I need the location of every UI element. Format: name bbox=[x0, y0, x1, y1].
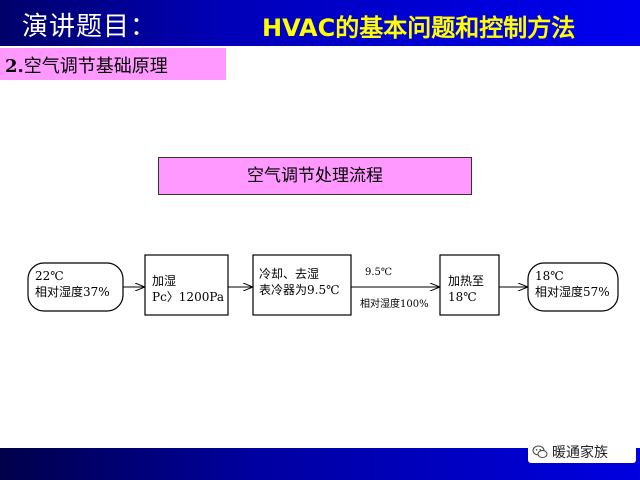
node-end-temp: 18℃ bbox=[535, 269, 564, 283]
section-text: 2.空气调节基础原理 bbox=[5, 52, 168, 78]
header-title: HVAC的基本问题和控制方法 bbox=[262, 14, 576, 42]
node-cool-label: 冷却、去湿 bbox=[259, 267, 320, 281]
node-text-cool: 冷却、去湿 表冷器为9.5℃ bbox=[259, 266, 340, 298]
arrow-label-temp: 9.5℃ bbox=[365, 267, 393, 278]
node-text-humidify: 加湿 Pc〉1200Pa bbox=[152, 273, 224, 305]
node-heat-temp: 18℃ bbox=[448, 290, 477, 304]
section-number: 2. bbox=[5, 56, 24, 77]
brand-text: 暖通家族 bbox=[552, 445, 608, 461]
node-start-humidity: 相对湿度37% bbox=[35, 285, 110, 299]
section-title: 空气调节基础原理 bbox=[23, 56, 168, 77]
header-label: 演讲题目： bbox=[22, 12, 158, 42]
process-title: 空气调节处理流程 bbox=[158, 157, 472, 195]
node-heat-label: 加热至 bbox=[448, 274, 485, 288]
node-start-temp: 22℃ bbox=[35, 269, 64, 283]
node-text-start: 22℃ 相对湿度37% bbox=[35, 268, 110, 300]
header-bar: 演讲题目： HVAC的基本问题和控制方法 bbox=[0, 0, 640, 46]
node-heat bbox=[439, 254, 500, 316]
brand-watermark: 暖通家族 bbox=[528, 441, 636, 463]
node-end-state bbox=[527, 262, 619, 312]
node-text-heat: 加热至 18℃ bbox=[448, 273, 484, 305]
node-cool-detail: 表冷器为9.5℃ bbox=[259, 283, 340, 297]
wechat-icon bbox=[532, 445, 548, 458]
node-humidify bbox=[144, 254, 229, 316]
node-humidify-label: 加湿 bbox=[152, 274, 177, 288]
node-cool-dehumidify bbox=[252, 254, 352, 316]
section-heading: 2.空气调节基础原理 bbox=[0, 48, 226, 80]
node-end-humidity: 相对湿度57% bbox=[535, 285, 610, 299]
arrow-label-humidity: 相对湿度100% bbox=[360, 299, 429, 310]
node-humidify-pressure: Pc〉1200Pa bbox=[152, 290, 225, 304]
node-text-end: 18℃ 相对湿度57% bbox=[535, 268, 610, 300]
